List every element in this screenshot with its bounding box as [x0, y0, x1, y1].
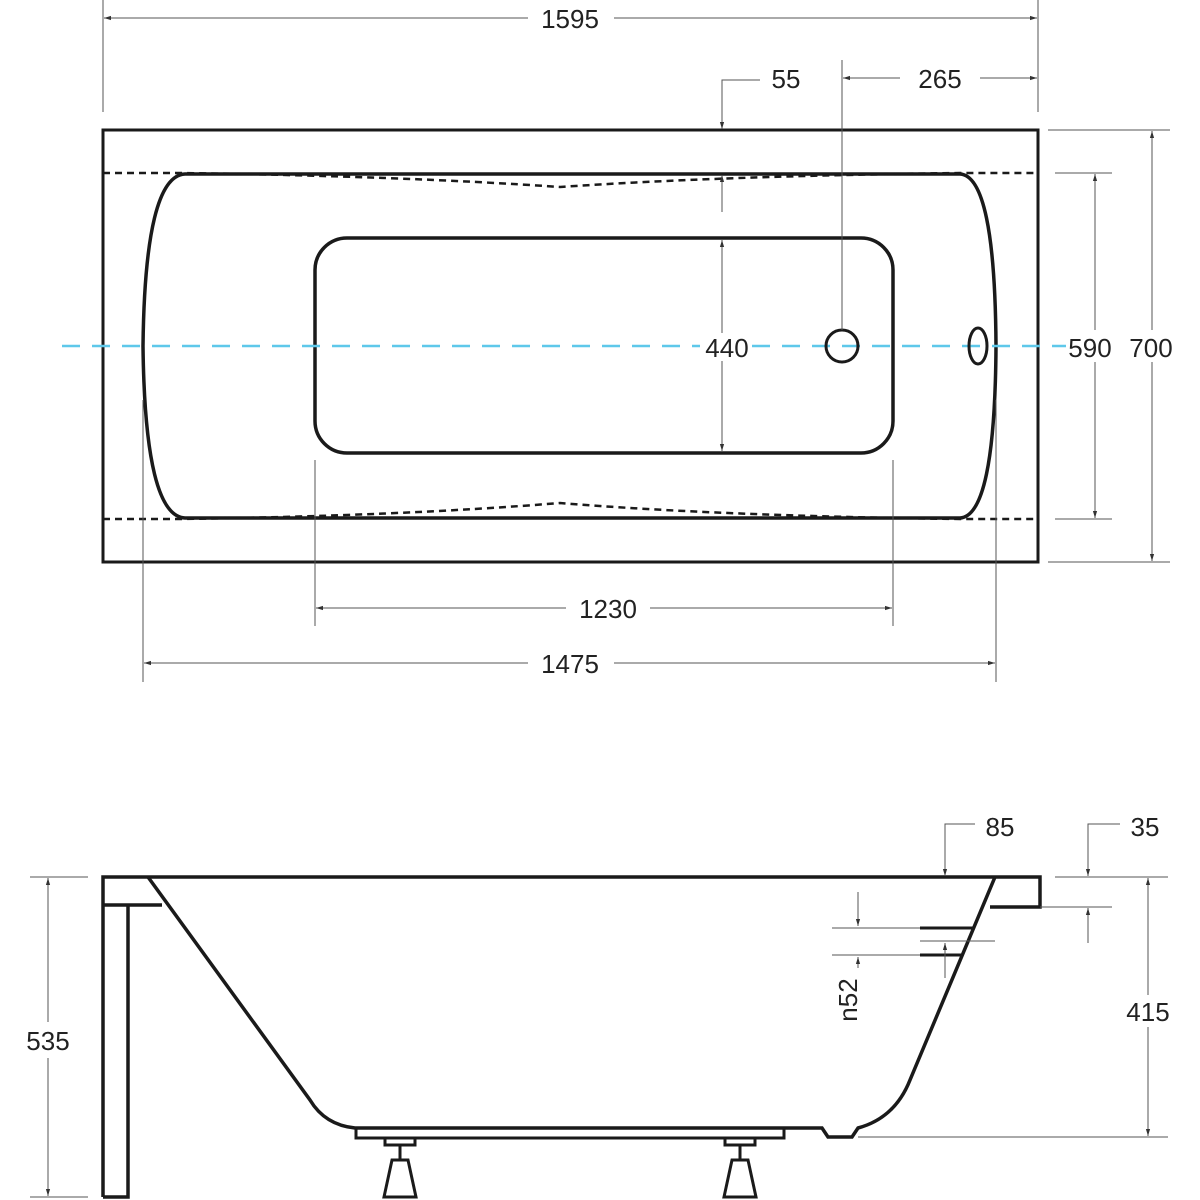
dim-bowl-width: 590	[1068, 333, 1111, 363]
dim-rim-offset: 55	[772, 64, 801, 94]
dim-rim-width: 85	[986, 812, 1015, 842]
foot-left	[382, 1136, 418, 1199]
bottom-dashed-contour	[103, 501, 1038, 521]
top-view: 1595 55 265 440 590 700 1230 1475	[62, 0, 1180, 682]
dim-overall-width: 700	[1129, 333, 1172, 363]
tub-body-profile	[146, 875, 997, 1139]
dim-overall-length: 1595	[541, 4, 599, 34]
foot-right	[722, 1136, 758, 1199]
dim-inner-width: 440	[705, 333, 748, 363]
side-view: n52 85 35 415 535	[20, 812, 1176, 1199]
tub-bowl-outline	[141, 172, 998, 520]
dim-overflow-height: n52	[833, 978, 863, 1021]
top-dashed-contour	[103, 171, 1038, 189]
dim-total-height: 535	[26, 1026, 69, 1056]
dim-bowl-length: 1475	[541, 649, 599, 679]
base-plate	[354, 1126, 786, 1140]
dim-rim-thickness: 35	[1131, 812, 1160, 842]
overflow-hole	[967, 326, 989, 366]
support-panel	[103, 905, 130, 1199]
dim-inner-length: 1230	[579, 594, 637, 624]
tub-rim-profile	[101, 875, 1042, 1197]
dim-drain-offset: 265	[918, 64, 961, 94]
dim-tub-depth: 415	[1126, 997, 1169, 1027]
